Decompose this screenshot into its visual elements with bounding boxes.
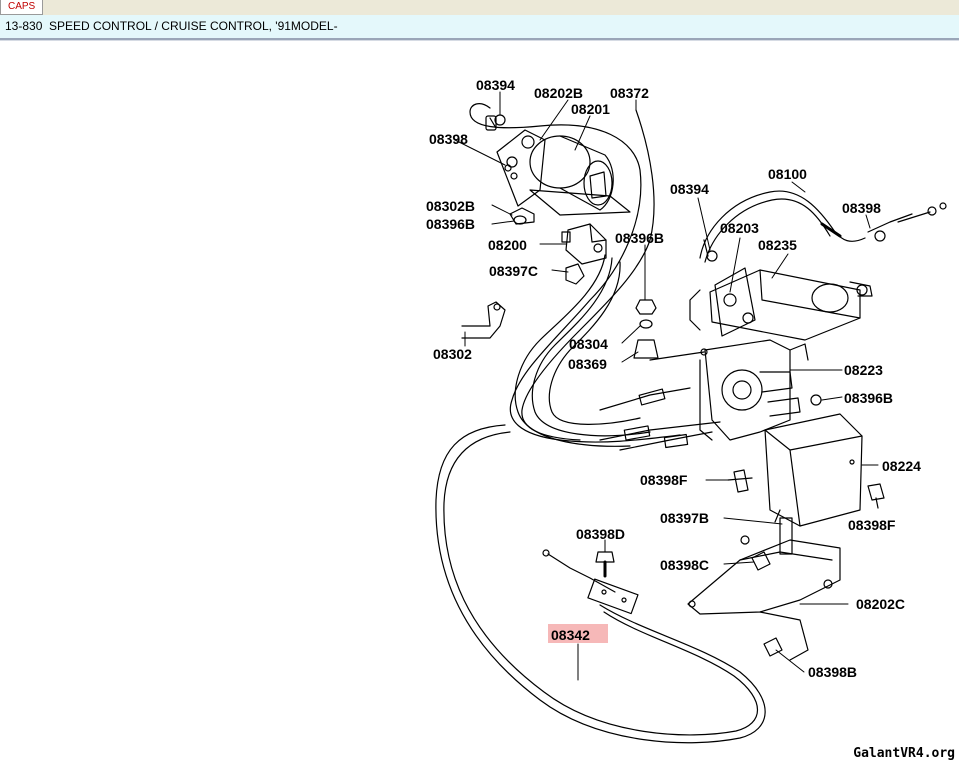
label-08372[interactable]: 08372 bbox=[610, 85, 649, 101]
part-labels: 08394 08202B 08372 08201 08398 08302B 08… bbox=[426, 77, 921, 680]
actuator-08235 bbox=[689, 267, 873, 341]
label-08304[interactable]: 08304 bbox=[569, 336, 608, 352]
label-08302B[interactable]: 08302B bbox=[426, 198, 475, 214]
label-08398[interactable]: 08398 bbox=[429, 131, 468, 147]
nut-08396B-center bbox=[635, 299, 657, 315]
label-08201[interactable]: 08201 bbox=[571, 101, 610, 117]
bolt-08396B-right bbox=[810, 394, 822, 406]
cable-bundle-1 bbox=[514, 254, 631, 447]
watermark: GalantVR4.org bbox=[853, 746, 955, 761]
label-08100[interactable]: 08100 bbox=[768, 166, 807, 182]
bracket-08223 bbox=[699, 339, 809, 441]
cable-08100 bbox=[699, 190, 866, 259]
highlight-08342 bbox=[548, 624, 608, 643]
clip-08397C bbox=[565, 263, 585, 285]
label-08396B[interactable]: 08396B bbox=[426, 216, 475, 232]
title-bar: 13-830 SPEED CONTROL / CRUISE CONTROL, '… bbox=[0, 15, 959, 40]
label-08235[interactable]: 08235 bbox=[758, 237, 797, 253]
bushing-08369 bbox=[633, 339, 659, 359]
cable-bundle-3 bbox=[548, 261, 641, 425]
label-08398[interactable]: 08398 bbox=[842, 200, 881, 216]
label-08202B[interactable]: 08202B bbox=[534, 85, 583, 101]
cable-end-08342 bbox=[547, 553, 616, 593]
cable-08342 bbox=[435, 424, 766, 744]
label-08394[interactable]: 08394 bbox=[670, 181, 709, 197]
bolt-08398F-left bbox=[727, 469, 753, 493]
label-08200[interactable]: 08200 bbox=[488, 237, 527, 253]
bolt-08398F-right bbox=[867, 483, 885, 509]
cable-08342-inner bbox=[443, 431, 759, 736]
label-08396B[interactable]: 08396B bbox=[615, 230, 664, 246]
bolt-08398D bbox=[595, 551, 615, 578]
label-08398C[interactable]: 08398C bbox=[660, 557, 709, 573]
clamp-08302 bbox=[461, 301, 506, 339]
label-08369[interactable]: 08369 bbox=[568, 356, 607, 372]
label-08302[interactable]: 08302 bbox=[433, 346, 472, 362]
label-08396B[interactable]: 08396B bbox=[844, 390, 893, 406]
label-08224[interactable]: 08224 bbox=[882, 458, 921, 474]
diagram-drawing: 08394 08202B 08372 08201 08398 08302B 08… bbox=[426, 77, 947, 744]
bolt-08398B bbox=[763, 637, 783, 657]
nut-08396B-left bbox=[513, 215, 527, 225]
cover-08224 bbox=[764, 413, 863, 527]
nut-08394-center bbox=[706, 250, 718, 262]
valve-08200 bbox=[561, 223, 607, 265]
adjuster-cables bbox=[599, 348, 721, 451]
cable-bundle-2 bbox=[531, 257, 651, 437]
vacuum-pump-08201 bbox=[485, 115, 631, 216]
cable-08372 bbox=[469, 103, 681, 443]
label-08394[interactable]: 08394 bbox=[476, 77, 515, 93]
washer-08304 bbox=[639, 319, 653, 329]
label-08342[interactable]: 08342 bbox=[551, 627, 590, 643]
bolt-08398C bbox=[751, 551, 771, 571]
leader-lines bbox=[454, 91, 879, 681]
label-08398B[interactable]: 08398B bbox=[808, 664, 857, 680]
label-08223[interactable]: 08223 bbox=[844, 362, 883, 378]
label-08203[interactable]: 08203 bbox=[720, 220, 759, 236]
tab-bar: CAPS bbox=[0, 0, 959, 16]
tab-caps[interactable]: CAPS bbox=[0, 0, 44, 15]
cable-08372-b bbox=[521, 109, 655, 441]
bracket-08202C bbox=[687, 517, 841, 661]
label-08397C[interactable]: 08397C bbox=[489, 263, 538, 279]
label-08397B[interactable]: 08397B bbox=[660, 510, 709, 526]
label-08398F[interactable]: 08398F bbox=[848, 517, 896, 533]
parts-diagram: 08394 08202B 08372 08201 08398 08302B 08… bbox=[0, 41, 959, 765]
label-08398F[interactable]: 08398F bbox=[640, 472, 688, 488]
page-title: 13-830 SPEED CONTROL / CRUISE CONTROL, '… bbox=[5, 19, 338, 33]
label-08202C[interactable]: 08202C bbox=[856, 596, 905, 612]
label-08398D[interactable]: 08398D bbox=[576, 526, 625, 542]
cable-08100-b bbox=[704, 198, 831, 263]
